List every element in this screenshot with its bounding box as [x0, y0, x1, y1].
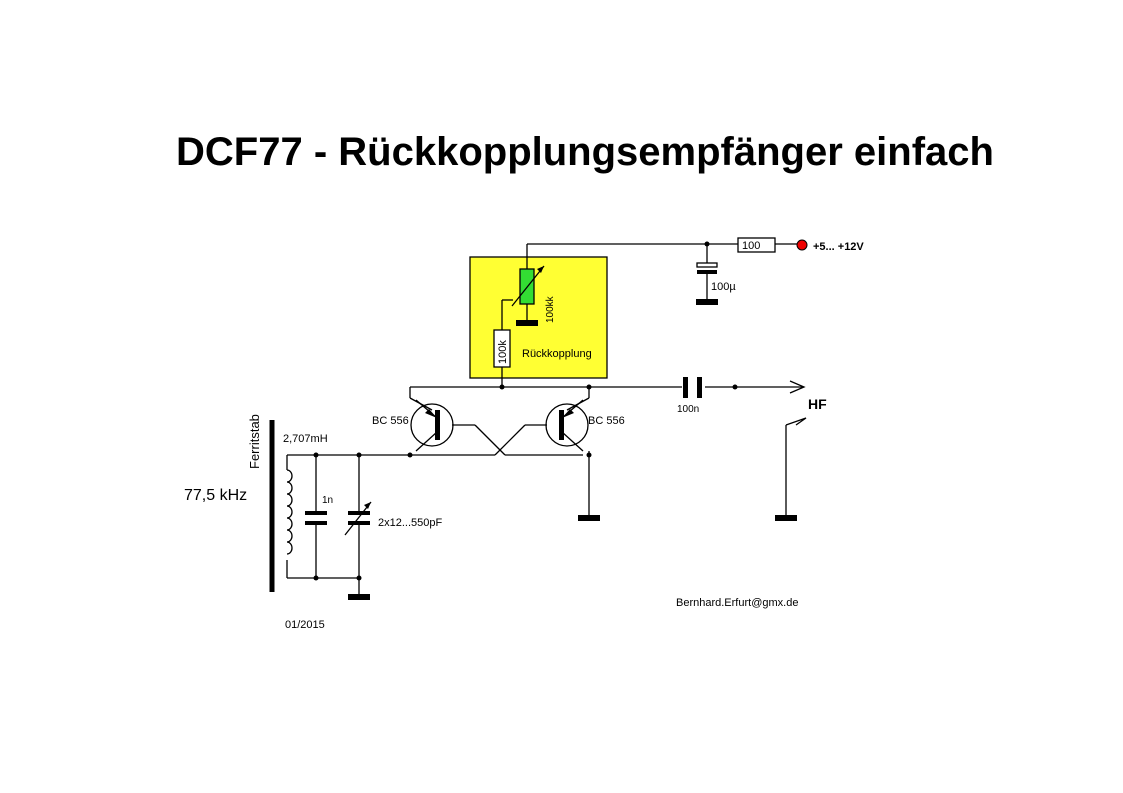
junction-dot: [499, 384, 505, 390]
electrolytic-capacitor: [696, 262, 718, 274]
tank-circuit-wiring: [286, 454, 410, 594]
date-label: 01/2015: [285, 619, 325, 631]
poti-label: 100kk: [545, 295, 556, 323]
emitter-bus: [409, 380, 806, 411]
feedback-box: [469, 256, 608, 379]
fixed-capacitor: [305, 511, 327, 525]
page-title: DCF77 - Rückkopplungsempfänger einfach: [176, 130, 994, 174]
ferrite-rod-label: Ferritstab: [247, 414, 262, 469]
ground-symbol: [696, 299, 718, 305]
resistor-supply: [737, 237, 776, 253]
junction-dot: [586, 452, 592, 458]
fixed-cap-label: 1n: [322, 495, 333, 506]
cross-coupling-wires: [410, 424, 590, 515]
junction-dot: [356, 575, 362, 581]
supply-voltage-label: +5... +12V: [813, 241, 864, 253]
ground-symbol: [348, 594, 370, 600]
antenna-coil: [286, 469, 293, 555]
coupling-cap-label: 100n: [677, 404, 699, 415]
ground-symbol: [516, 320, 538, 326]
variable-cap-label: 2x12...550pF: [378, 517, 442, 529]
potentiometer-arrow: [511, 265, 545, 307]
ground-symbol: [775, 515, 797, 521]
junction-dot: [732, 384, 738, 390]
electrolytic-cap-label: 100µ: [711, 281, 736, 293]
inductance-label: 2,707mH: [283, 433, 328, 445]
junction-dot: [586, 384, 592, 390]
ground-symbol: [578, 515, 600, 521]
frequency-label: 77,5 kHz: [184, 487, 247, 504]
coupling-capacitor: [683, 377, 702, 398]
author-email: Bernhard.Erfurt@gmx.de: [676, 597, 798, 609]
transistor-left: [410, 399, 454, 452]
junction-dot: [313, 575, 319, 581]
resistor-supply-label: 100: [742, 240, 760, 252]
supply-wiring: [526, 243, 800, 300]
resistor-feedback-label: 100k: [497, 340, 509, 364]
supply-terminal: [796, 239, 808, 251]
hf-arrow: [785, 417, 807, 426]
junction-dot: [356, 452, 362, 458]
transistor-right-label: BC 556: [588, 415, 625, 427]
potentiometer-arrowhead: [537, 266, 544, 273]
feedback-box-label: Rückkopplung: [522, 348, 592, 360]
variable-capacitor: [344, 501, 372, 536]
junction-dot: [313, 452, 319, 458]
transistor-right: [545, 399, 589, 452]
transistor-left-label: BC 556: [372, 415, 409, 427]
hf-output-label: HF: [808, 396, 827, 412]
junction-dot: [704, 241, 710, 247]
